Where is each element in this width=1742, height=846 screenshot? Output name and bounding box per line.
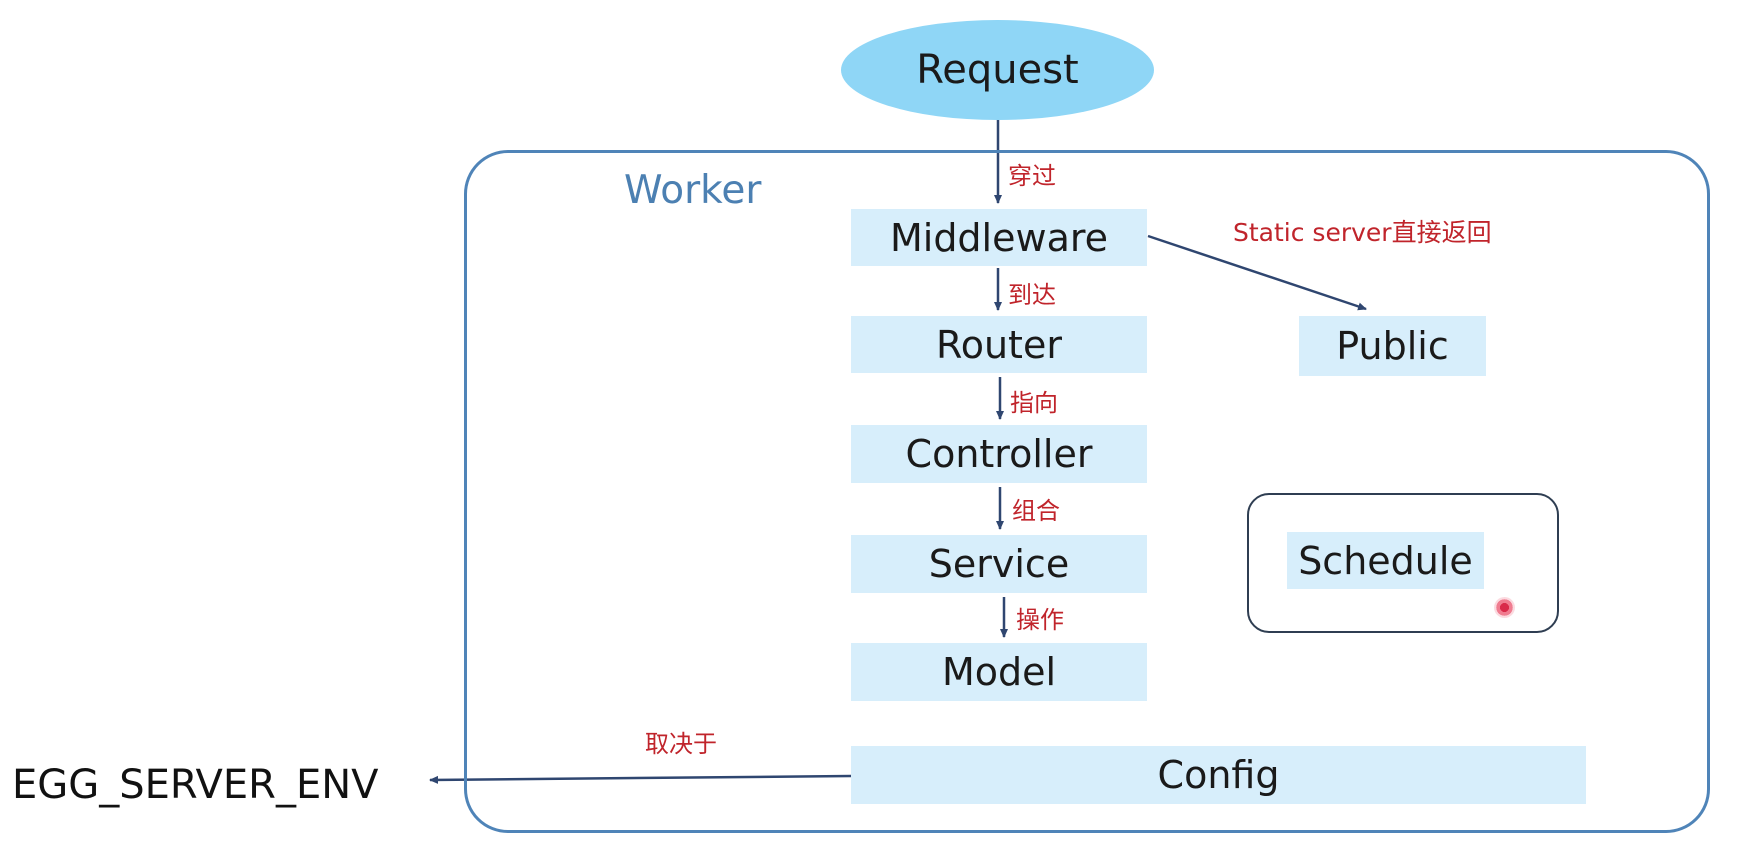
edge-label-combine: 组合: [1012, 497, 1060, 525]
service-label: Service: [928, 542, 1070, 586]
router-node: Router: [851, 316, 1147, 373]
request-node: Request: [841, 20, 1154, 120]
model-label: Model: [941, 650, 1057, 694]
cursor-pointer-icon: [1494, 597, 1515, 618]
worker-label: Worker: [624, 168, 762, 213]
router-label: Router: [936, 322, 1062, 367]
schedule-label: Schedule: [1298, 538, 1473, 583]
config-node: Config: [851, 746, 1586, 804]
controller-node: Controller: [851, 425, 1147, 483]
public-node: Public: [1299, 316, 1486, 376]
controller-label: Controller: [905, 432, 1093, 476]
edge-label-point-to: 指向: [1010, 389, 1058, 417]
schedule-container: [1247, 493, 1559, 633]
env-variable-label: EGG_SERVER_ENV: [12, 762, 379, 808]
worker-container: [464, 150, 1710, 833]
request-label: Request: [916, 47, 1079, 93]
model-node: Model: [851, 643, 1147, 701]
edge-label-depends-on: 取决于: [645, 730, 717, 758]
edge-label-reach: 到达: [1008, 281, 1056, 309]
service-node: Service: [851, 535, 1147, 593]
edge-label-operate: 操作: [1016, 606, 1064, 634]
edge-label-static-server: Static server直接返回: [1233, 218, 1492, 247]
schedule-node: Schedule: [1287, 532, 1484, 589]
config-label: Config: [1157, 753, 1280, 797]
edge-label-pass-through: 穿过: [1008, 162, 1056, 190]
public-label: Public: [1336, 324, 1449, 368]
middleware-node: Middleware: [851, 209, 1147, 266]
middleware-label: Middleware: [889, 215, 1109, 260]
